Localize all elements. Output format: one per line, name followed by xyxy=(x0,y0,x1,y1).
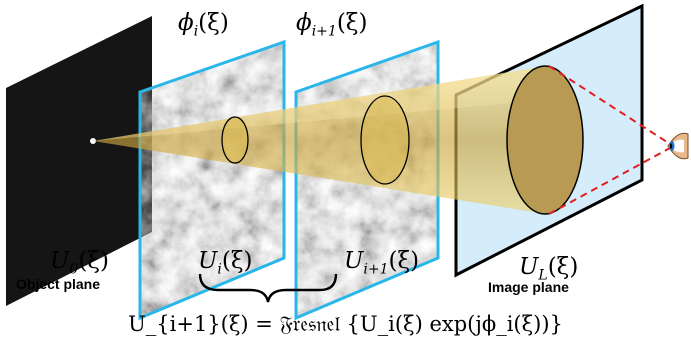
label-phi-i: ϕi(ξ) xyxy=(178,10,229,40)
label-ui: Ui(ξ) xyxy=(198,248,253,278)
label-ul: UL(ξ) xyxy=(519,254,579,284)
beam-cone xyxy=(93,66,545,214)
brace xyxy=(198,273,338,303)
caption-object-plane: Object plane xyxy=(16,276,101,292)
beam-section-i xyxy=(221,116,249,164)
beam-section-i1 xyxy=(360,95,410,185)
fresnel-equation: U_{i+1}(ξ) = 𝔉𝔯𝔢𝔰𝔫𝔢𝔩 {U_i(ξ) exp(jϕ_i(ξ)… xyxy=(128,312,563,336)
ray-bottom xyxy=(548,147,671,215)
object-plane xyxy=(6,16,152,306)
label-phi-i1: ϕi+1(ξ) xyxy=(296,10,368,40)
beam-section-image xyxy=(506,65,584,215)
caption-image-plane: Image plane xyxy=(488,279,569,295)
label-ui1: Ui+1(ξ) xyxy=(344,248,420,278)
eye-icon xyxy=(667,132,689,160)
label-u0: U0(ξ) xyxy=(50,248,109,278)
phase-screen-i xyxy=(138,39,286,321)
